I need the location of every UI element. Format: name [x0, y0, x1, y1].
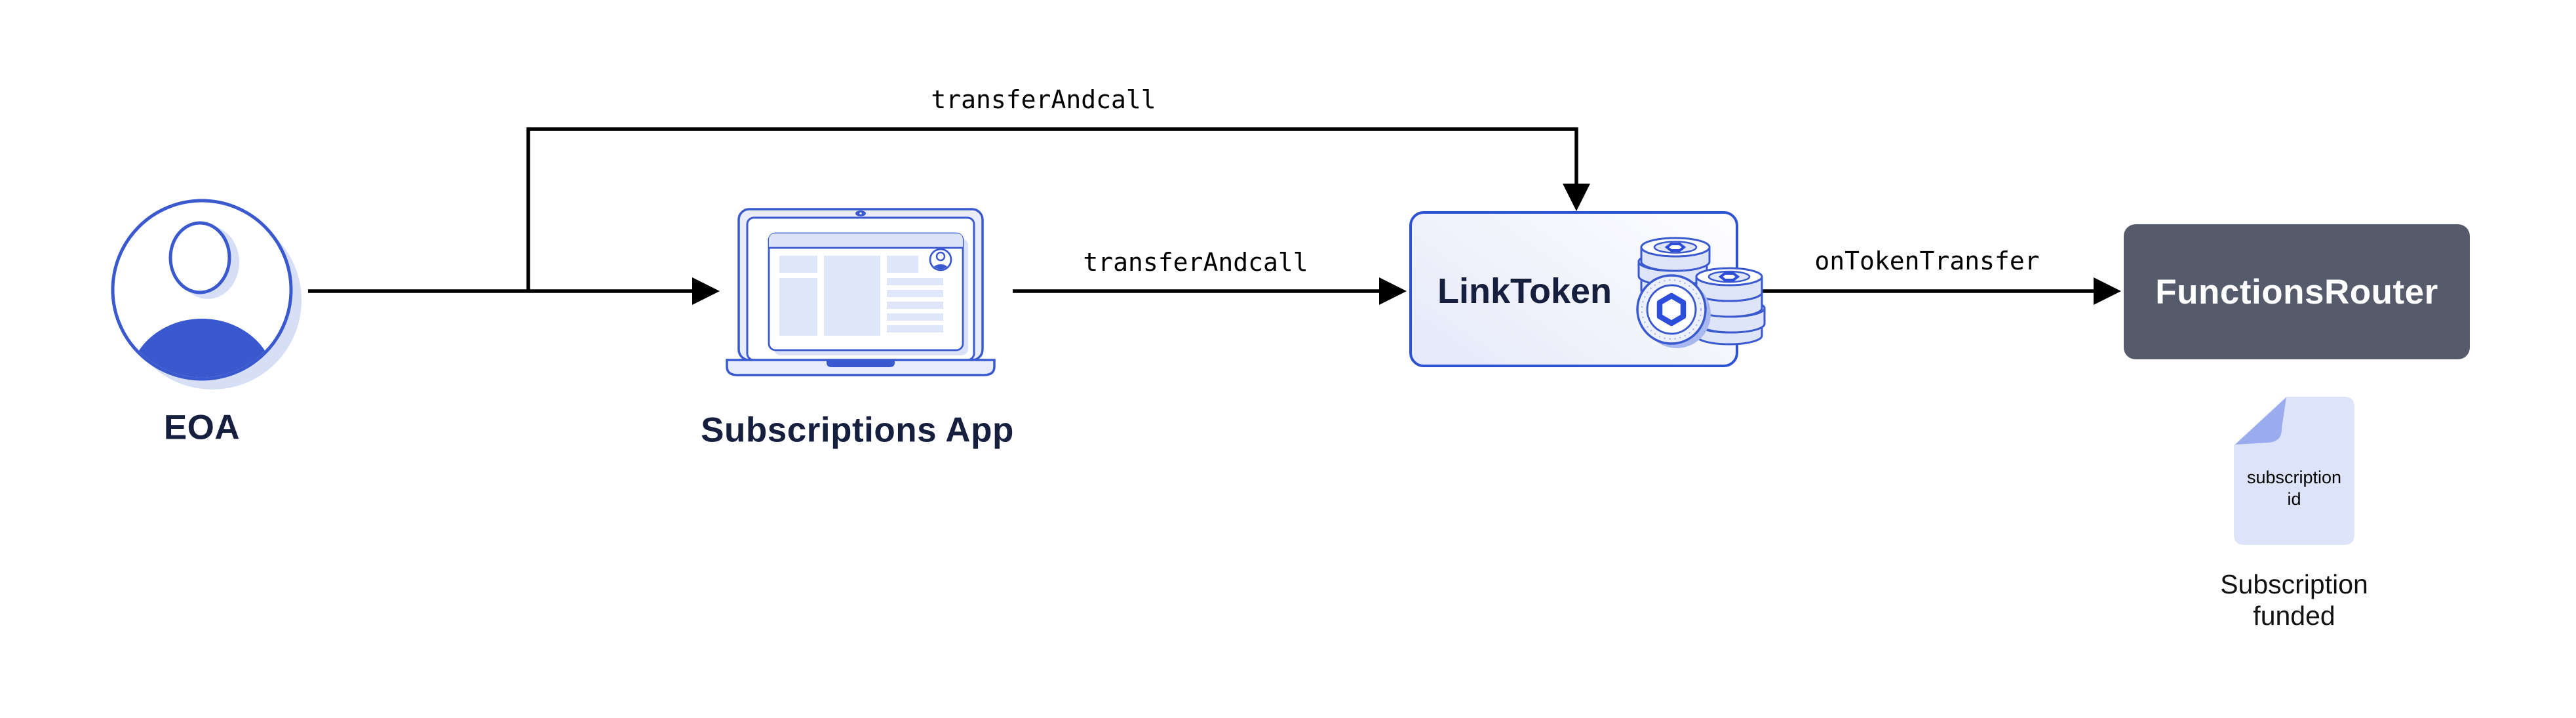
subscriptions-app-label: Subscriptions App — [701, 410, 1014, 450]
user-avatar-icon — [111, 199, 302, 389]
edge-label-app-to-token: transferAndcall — [1083, 248, 1308, 277]
laptop-browser-icon — [726, 208, 996, 376]
arrow-top-bypass — [526, 127, 1578, 291]
subscription-doc-text: subscription id — [2234, 467, 2354, 510]
functionsrouter-box: FunctionsRouter — [2124, 224, 2470, 359]
arrowhead-app-to-token — [1379, 277, 1407, 305]
linktoken-box: LinkToken — [1409, 211, 1766, 367]
document-folded-corner-icon — [2234, 397, 2354, 545]
edge-label-top-bypass: transferAndcall — [931, 85, 1156, 114]
eoa-label: EOA — [163, 408, 241, 447]
subscription-doc-text-line1: subscription — [2246, 468, 2342, 487]
arrowhead-eoa-to-app — [692, 277, 720, 305]
coin-stack-icon — [1636, 237, 1766, 348]
arrowhead-token-to-router — [2094, 277, 2121, 305]
subscription-funded-caption-line2: funded — [2253, 601, 2335, 631]
subscription-funded-caption: Subscription funded — [2176, 568, 2412, 631]
functionsrouter-label: FunctionsRouter — [2155, 272, 2438, 311]
subscription-funded-caption-line1: Subscription — [2220, 569, 2368, 599]
subscription-doc-text-line2: id — [2287, 489, 2301, 509]
linktoken-label: LinkToken — [1437, 271, 1612, 311]
arrowhead-top-bypass — [1563, 184, 1590, 211]
edge-label-token-to-router: onTokenTransfer — [1814, 247, 2040, 275]
